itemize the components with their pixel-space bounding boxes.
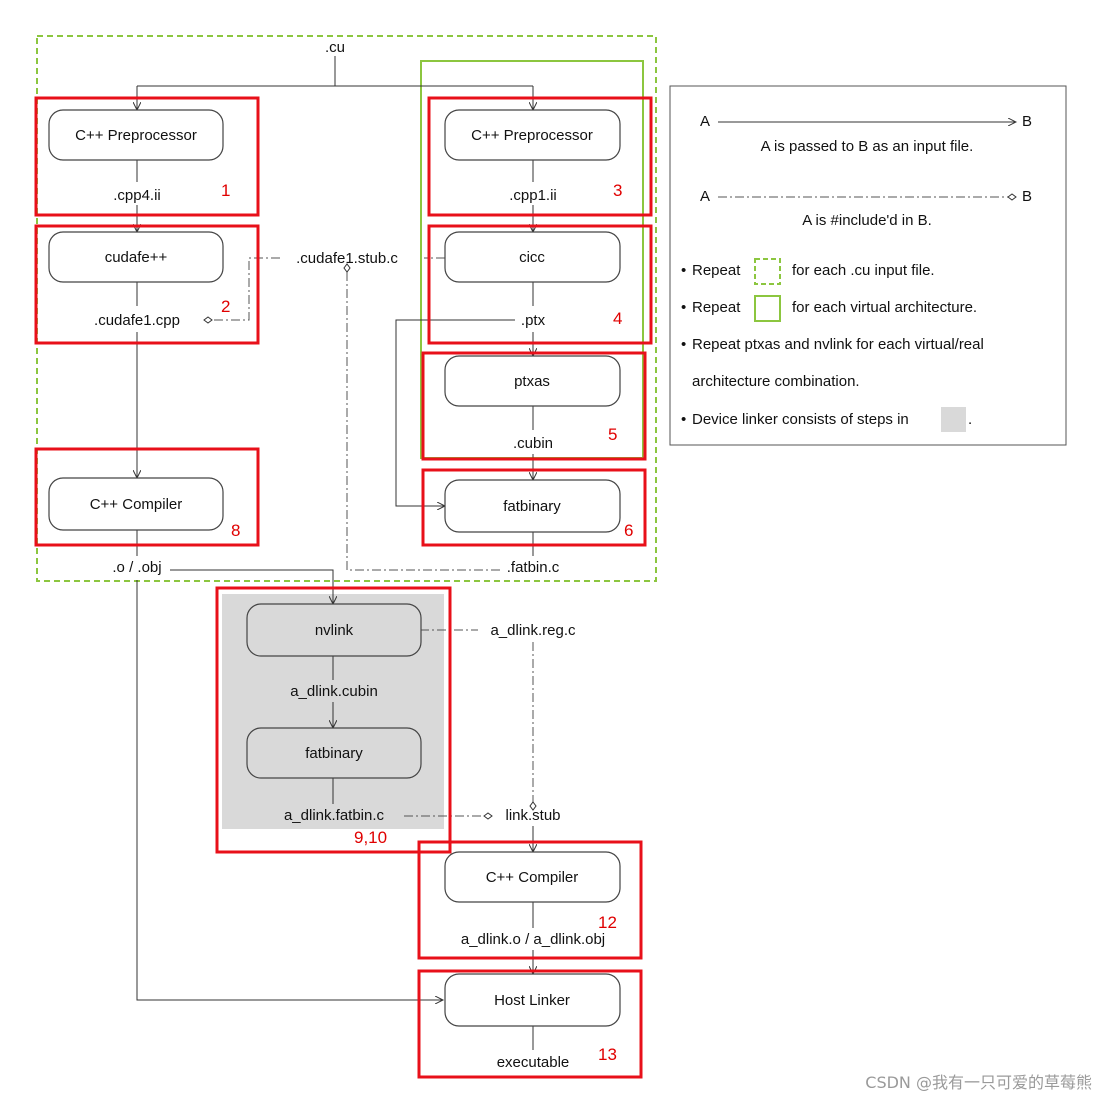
cudafe-label: cudafe++ [105, 249, 168, 266]
step-box-9-10 [215, 586, 452, 854]
step-number-6: 6 [624, 521, 633, 540]
step-box-3 [427, 96, 653, 217]
legend-repeat-ptxas-line1: Repeat ptxas and nvlink for each virtual… [692, 336, 984, 353]
dlink-fatbin-label: a_dlink.fatbin.c [284, 807, 385, 824]
legend-repeat-cu-text: for each .cu input file. [792, 262, 935, 279]
legend-passed-text: A is passed to B as an input file. [761, 138, 974, 155]
legend-repeat-arch-text: for each virtual architecture. [792, 299, 977, 316]
legend-repeat-ptxas-line2: architecture combination. [692, 373, 860, 390]
step-box-4 [427, 224, 653, 345]
legend-bullet-4: • [681, 411, 686, 428]
nvlink-node [246, 603, 422, 657]
step-number-3: 3 [613, 181, 622, 200]
host-linker-label: Host Linker [494, 992, 570, 1009]
legend-b-1: B [1022, 113, 1032, 130]
edge-fatbinc-include-stub [343, 263, 500, 571]
dlink-reg-label: a_dlink.reg.c [490, 622, 576, 639]
cpp-compiler-top-label: C++ Compiler [90, 496, 183, 513]
step-number-5: 5 [608, 425, 617, 444]
step-number-1: 1 [221, 181, 230, 200]
ptx-file-label: .ptx [521, 312, 546, 329]
cudafe-node [48, 231, 224, 283]
edge-ptx-to-fatbinary [395, 319, 515, 506]
cpp-preprocessor-left-node [48, 109, 224, 161]
legend-solid-green-swatch [754, 295, 781, 322]
step-box-5 [421, 351, 647, 461]
legend-b-2: B [1022, 188, 1032, 205]
cu-input-label: .cu [325, 39, 345, 56]
step-number-13: 13 [598, 1045, 617, 1064]
step-box-1 [34, 96, 260, 217]
fatbin-c-label: .fatbin.c [507, 559, 560, 576]
nvlink-label: nvlink [315, 622, 354, 639]
legend-bullet-1: • [681, 262, 686, 279]
legend-a-1: A [700, 113, 710, 130]
legend-include-text: A is #include'd in B. [802, 212, 932, 229]
step-box-12 [417, 840, 643, 960]
host-linker-node [444, 973, 621, 1027]
step-box-8 [34, 447, 260, 547]
cpp-preprocessor-right-label: C++ Preprocessor [471, 127, 593, 144]
ptxas-label: ptxas [514, 373, 550, 390]
cicc-node [444, 231, 621, 283]
cpp-preprocessor-right-node [444, 109, 621, 161]
fatbinary-dlink-label: fatbinary [305, 745, 363, 762]
step-box-6 [421, 468, 647, 547]
cpp1-file-label: .cpp1.ii [509, 187, 557, 204]
legend-a-2: A [700, 188, 710, 205]
fatbinary-dlink-node [246, 727, 422, 779]
cubin-file-label: .cubin [513, 435, 553, 452]
cpp-compiler-top-node [48, 477, 224, 531]
legend-repeat-label-2: Repeat [692, 299, 741, 316]
executable-label: executable [497, 1054, 570, 1071]
step-number-2: 2 [221, 297, 230, 316]
step-box-2 [34, 224, 260, 345]
dlink-cubin-label: a_dlink.cubin [290, 683, 378, 700]
legend-period: . [968, 411, 972, 428]
legend-gray-swatch [941, 407, 966, 432]
legend-panel [669, 85, 1067, 446]
cpp-preprocessor-left-label: C++ Preprocessor [75, 127, 197, 144]
step-number-9-10: 9,10 [354, 828, 387, 847]
edge-obj-to-nvlink [170, 569, 333, 604]
cpp4-file-label: .cpp4.ii [113, 187, 161, 204]
cudafe1-cpp-label: .cudafe1.cpp [94, 312, 180, 329]
cpp-compiler-bottom-node [444, 851, 621, 903]
edge-obj-to-host-linker [136, 580, 443, 1000]
csdn-watermark: CSDN @我有一只可爱的草莓熊 [865, 1073, 1092, 1092]
dlink-obj-label: a_dlink.o / a_dlink.obj [461, 931, 605, 948]
ptxas-node [444, 355, 621, 407]
fatbinary-top-node [444, 479, 621, 533]
legend-dashed-green-swatch [754, 258, 781, 285]
cicc-label: cicc [519, 249, 545, 266]
obj-file-label: .o / .obj [112, 559, 161, 576]
legend-repeat-label-1: Repeat [692, 262, 741, 279]
link-stub-label: link.stub [505, 807, 560, 824]
legend-bullet-2: • [681, 299, 686, 316]
legend-bullet-3: • [681, 336, 686, 353]
legend-device-linker-text: Device linker consists of steps in [692, 411, 909, 428]
cpp-compiler-bottom-label: C++ Compiler [486, 869, 579, 886]
step-number-8: 8 [231, 521, 240, 540]
cudafe1-stub-label: .cudafe1.stub.c [296, 250, 398, 267]
step-number-12: 12 [598, 913, 617, 932]
fatbinary-top-label: fatbinary [503, 498, 561, 515]
step-box-13 [417, 969, 643, 1079]
step-number-4: 4 [613, 309, 622, 328]
